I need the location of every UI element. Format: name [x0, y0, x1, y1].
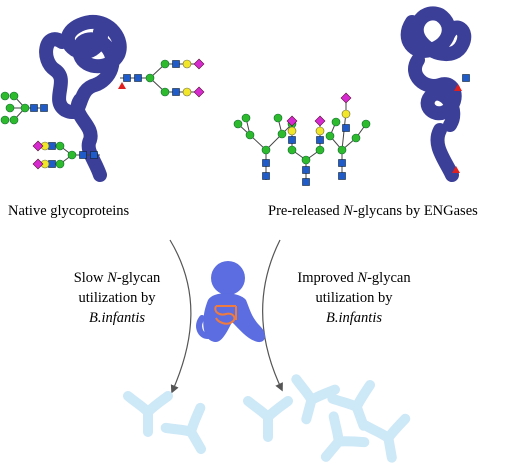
glycan-left-middle	[0, 91, 48, 125]
slow-utilization-text: Slow N-glycan utilization by B.infantis	[52, 268, 182, 328]
native-glycoproteins-text: Native glycoproteins	[8, 203, 130, 219]
glycan-left-upper	[118, 58, 205, 98]
residual-glycans-left	[128, 396, 218, 459]
arrow-left	[169, 239, 192, 394]
improved-line3: B.infantis	[326, 310, 382, 326]
slow-suffix: -glycan	[116, 270, 161, 286]
improved-utilization-text: Improved N-glycan utilization by B.infan…	[274, 268, 434, 328]
slow-n-italic: N	[107, 270, 117, 286]
slow-line2: utilization by	[78, 290, 156, 306]
protein-chain-left	[39, 14, 127, 182]
arrow-right	[261, 239, 283, 392]
gut-icon	[214, 305, 237, 325]
released-glycans	[233, 92, 371, 186]
pre-released-glycans-label: Pre-released N-glycans by ENGases	[268, 203, 478, 220]
slow-prefix: Slow	[73, 270, 108, 286]
slow-line3: B.infantis	[89, 310, 145, 326]
released-glycan-1	[233, 113, 297, 180]
slow-line1: Slow N-glycan	[52, 268, 182, 288]
residual-glycans-right	[248, 379, 412, 468]
released-glycan-3	[325, 92, 371, 180]
pre-released-suffix: -glycans by ENGases	[352, 203, 478, 219]
pre-released-prefix: Pre-released	[268, 203, 344, 219]
infant-icon	[196, 261, 266, 343]
protein-chain-right	[400, 6, 472, 182]
improved-line1: Improved N-glycan	[274, 268, 434, 288]
pre-released-n-italic: N	[343, 203, 353, 219]
improved-n-italic: N	[357, 270, 368, 286]
deglycosylated-protein	[400, 6, 472, 182]
native-glycoprotein	[0, 14, 205, 182]
glycan-left-lower	[32, 140, 100, 170]
improved-suffix: -glycan	[367, 270, 411, 286]
released-glycan-2	[286, 115, 326, 186]
improved-prefix: Improved	[297, 270, 358, 286]
native-glycoproteins-label: Native glycoproteins	[8, 203, 129, 220]
improved-line2: utilization by	[315, 290, 393, 306]
